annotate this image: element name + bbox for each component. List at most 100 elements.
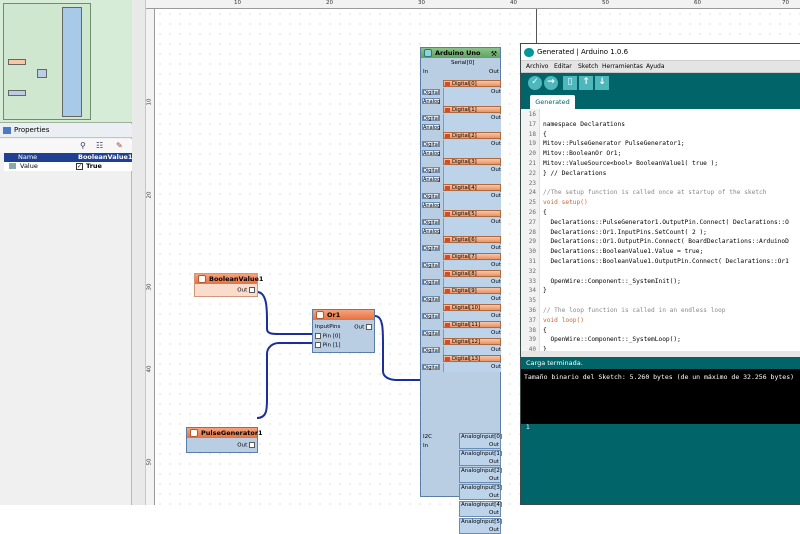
property-value[interactable]: True — [86, 162, 102, 170]
channel-header[interactable]: Digital[8] — [443, 270, 501, 277]
digital-out-pin[interactable]: Out — [491, 296, 501, 302]
digital-in-pin[interactable]: Digital — [422, 347, 440, 354]
splitter[interactable] — [132, 0, 146, 505]
property-row-name[interactable]: Name BooleanValue1 — [4, 153, 132, 162]
digital-in-pin[interactable]: Digital — [422, 330, 440, 337]
analog-in-pin[interactable]: Analog — [422, 150, 441, 157]
menu-sketch[interactable]: Sketch — [578, 63, 599, 70]
component-header[interactable]: Or1 — [313, 310, 374, 320]
analog-input-channel[interactable]: AnalogInput[2]Out — [459, 467, 502, 483]
filter-icon[interactable]: ⚲ — [80, 141, 86, 150]
pulse-generator-component[interactable]: PulseGenerator1 Out — [186, 427, 263, 453]
arduino-ide-window[interactable]: Generated | Arduino 1.0.6 Archivo Editar… — [520, 43, 800, 505]
digital-in-pin[interactable]: Digital — [422, 141, 440, 148]
channel-header[interactable]: Digital[5] — [443, 210, 501, 217]
channel-header[interactable]: Digital[4] — [443, 184, 501, 191]
digital-out-pin[interactable]: Out — [491, 330, 501, 336]
new-button[interactable]: ▯ — [563, 76, 577, 90]
horizontal-scrollbar[interactable] — [521, 351, 800, 357]
analog-input-channel[interactable]: AnalogInput[5]Out — [459, 518, 502, 534]
pin-box[interactable] — [249, 287, 255, 293]
digital-out-pin[interactable]: Out — [491, 313, 501, 319]
analog-input-channel[interactable]: AnalogInput[0]Out — [459, 433, 502, 449]
digital-out-pin[interactable]: Out — [491, 167, 501, 173]
component-header[interactable]: Arduino Uno ⚒ — [421, 48, 500, 58]
or-pin-0[interactable]: Pin [0] — [315, 333, 341, 340]
pin-box[interactable] — [366, 324, 372, 330]
or-out-pin[interactable]: Out — [354, 324, 372, 331]
digital-in-pin[interactable]: Digital — [422, 279, 440, 286]
diagram-overview[interactable] — [0, 0, 132, 123]
sort-icon[interactable]: ☷ — [96, 141, 104, 150]
digital-in-pin[interactable]: Digital — [422, 167, 440, 174]
digital-in-pin[interactable]: Digital — [422, 219, 440, 226]
analog-in-pin[interactable]: Analog — [422, 228, 441, 235]
digital-in-pin[interactable]: Digital — [422, 262, 440, 269]
digital-in-pin[interactable]: Digital — [422, 193, 440, 200]
digital-in-pin[interactable]: Digital — [422, 115, 440, 122]
channel-header[interactable]: Digital[3] — [443, 158, 501, 165]
channel-header[interactable]: Digital[1] — [443, 106, 501, 113]
analog-in-pin[interactable]: Analog — [422, 124, 441, 131]
component-header[interactable]: PulseGenerator1 — [187, 428, 263, 438]
channel-header[interactable]: Digital[10] — [443, 304, 501, 311]
value-checkbox[interactable]: ✓ — [76, 163, 83, 170]
property-value[interactable]: BooleanValue1 — [78, 153, 133, 161]
analog-out-pin[interactable]: Out — [489, 476, 499, 482]
overview-viewport[interactable] — [3, 3, 91, 120]
channel-header[interactable]: Digital[9] — [443, 287, 501, 294]
menu-editar[interactable]: Editar — [554, 63, 572, 70]
upload-button[interactable]: → — [544, 76, 558, 90]
or-component[interactable]: Or1 InputPins Pin [0] Pin [1] Out — [312, 309, 375, 353]
channel-header[interactable]: Digital[0] — [443, 80, 501, 87]
boolean-value-component[interactable]: BooleanValue1 Out — [194, 273, 263, 297]
digital-out-pin[interactable]: Out — [491, 115, 501, 121]
pin-box[interactable] — [249, 442, 255, 448]
digital-out-pin[interactable]: Out — [491, 262, 501, 268]
digital-out-pin[interactable]: Out — [491, 347, 501, 353]
analog-in-pin[interactable]: Analog — [422, 176, 441, 183]
digital-out-pin[interactable]: Out — [491, 89, 501, 95]
digital-out-pin[interactable]: Out — [491, 279, 501, 285]
analog-out-pin[interactable]: Out — [489, 442, 499, 448]
channel-header[interactable]: Digital[13] — [443, 355, 501, 362]
menu-ayuda[interactable]: Ayuda — [646, 63, 665, 70]
digital-in-pin[interactable]: Digital — [422, 89, 440, 96]
open-button[interactable]: ↑ — [579, 76, 593, 90]
analog-in-pin[interactable]: Analog — [422, 98, 441, 105]
digital-in-pin[interactable]: Digital — [422, 245, 440, 252]
serial-out[interactable]: Out — [489, 69, 499, 75]
analog-input-channel[interactable]: AnalogInput[4]Out — [459, 501, 502, 517]
pin-box[interactable] — [315, 333, 321, 339]
digital-out-pin[interactable]: Out — [491, 193, 501, 199]
settings-icon[interactable]: ⚒ — [490, 50, 497, 58]
channel-header[interactable]: Digital[11] — [443, 321, 501, 328]
channel-header[interactable]: Digital[12] — [443, 338, 501, 345]
or-pin-1[interactable]: Pin [1] — [315, 342, 341, 349]
digital-out-pin[interactable]: Out — [491, 245, 501, 251]
digital-in-pin[interactable]: Digital — [422, 313, 440, 320]
boolean-out-pin[interactable]: Out — [237, 287, 255, 294]
serial-in[interactable]: In — [423, 69, 429, 75]
ide-title-bar[interactable]: Generated | Arduino 1.0.6 — [521, 44, 800, 61]
analog-input-channel[interactable]: AnalogInput[3]Out — [459, 484, 502, 500]
pin-box[interactable] — [315, 342, 321, 348]
analog-out-pin[interactable]: Out — [489, 510, 499, 516]
analog-out-pin[interactable]: Out — [489, 459, 499, 465]
verify-button[interactable]: ✓ — [528, 76, 542, 90]
save-button[interactable]: ↓ — [595, 76, 609, 90]
digital-in-pin[interactable]: Digital — [422, 364, 440, 371]
tab-generated[interactable]: Generated — [530, 95, 575, 109]
property-row-value[interactable]: Value ✓ True — [4, 162, 132, 171]
pin-icon[interactable]: ✎ — [116, 141, 123, 150]
menu-herramientas[interactable]: Herramientas — [602, 63, 643, 70]
digital-out-pin[interactable]: Out — [491, 141, 501, 147]
channel-header[interactable]: Digital[6] — [443, 236, 501, 243]
analog-input-channel[interactable]: AnalogInput[1]Out — [459, 450, 502, 466]
component-header[interactable]: BooleanValue1 — [195, 274, 263, 284]
pulse-out-pin[interactable]: Out — [237, 442, 255, 449]
analog-in-pin[interactable]: Analog — [422, 202, 441, 209]
menu-archivo[interactable]: Archivo — [526, 63, 549, 70]
analog-out-pin[interactable]: Out — [489, 493, 499, 499]
